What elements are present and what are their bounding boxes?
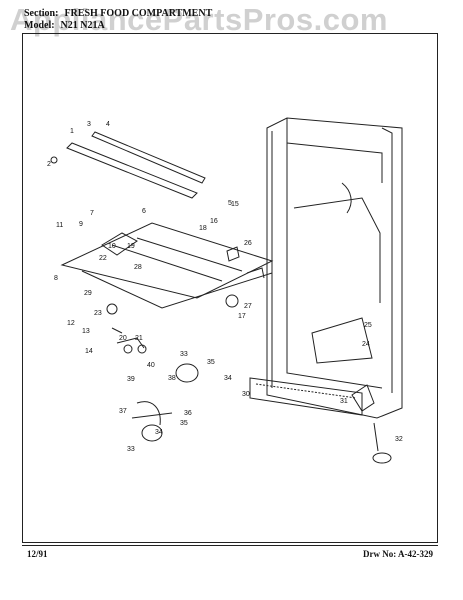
callout-15: 15 (231, 201, 239, 208)
callout-28: 28 (134, 264, 142, 271)
callout-26: 26 (244, 240, 252, 247)
callout-29: 29 (84, 290, 92, 297)
callout-21: 21 (135, 335, 143, 342)
model-heading: Model: N21 N21A (24, 20, 105, 31)
callout-18: 18 (199, 225, 207, 232)
watermark-text: AppliancePartsPros.com (10, 2, 388, 37)
callout-35b: 35 (180, 420, 188, 427)
callout-35a: 35 (207, 359, 215, 366)
callout-3: 3 (87, 121, 91, 128)
callout-34a: 34 (224, 375, 232, 382)
callout-4: 4 (106, 121, 110, 128)
callout-39: 39 (127, 376, 135, 383)
callout-2: 2 (47, 161, 51, 168)
callout-20: 20 (119, 335, 127, 342)
callout-16: 16 (210, 218, 218, 225)
callout-30: 30 (242, 391, 250, 398)
callout-34b: 34 (155, 429, 163, 436)
toe-plate (249, 377, 363, 416)
callout-9: 9 (79, 221, 83, 228)
callout-27: 27 (244, 303, 252, 310)
footer-rule (22, 545, 438, 546)
crisper-shelf (311, 317, 373, 364)
callout-32: 32 (395, 436, 403, 443)
callout-40: 40 (147, 362, 155, 369)
callout-1: 1 (70, 128, 74, 135)
callout-10: 10 (108, 243, 116, 250)
callout-22: 22 (99, 255, 107, 262)
callout-25: 25 (364, 322, 372, 329)
section-label: Section: (24, 8, 59, 19)
callout-5: 5 (228, 200, 232, 207)
callout-38: 38 (168, 375, 176, 382)
model-value: N21 N21A (60, 20, 105, 31)
callout-11: 11 (56, 222, 63, 229)
callout-23: 23 (94, 310, 102, 317)
section-value: FRESH FOOD COMPARTMENT (64, 8, 213, 19)
callout-14: 14 (85, 348, 93, 355)
section-heading: Section: FRESH FOOD COMPARTMENT (24, 8, 212, 19)
footer-drawing-number: Drw No: A-42-329 (363, 549, 433, 559)
callout-7: 7 (90, 210, 94, 217)
callout-17: 17 (238, 313, 246, 320)
callout-13: 13 (82, 328, 90, 335)
footer-date: 12/91 (27, 549, 48, 559)
callout-19: 19 (127, 243, 135, 250)
callout-37: 37 (119, 408, 127, 415)
callout-33b: 33 (127, 446, 135, 453)
shelf-frame (60, 222, 274, 299)
rail-front (66, 142, 198, 199)
diagram-frame (22, 33, 438, 543)
callout-33a: 33 (180, 351, 188, 358)
callout-8: 8 (54, 275, 58, 282)
callout-31: 31 (340, 398, 348, 405)
callout-labels: 1 2 3 4 5 6 7 8 9 10 11 12 13 14 15 16 1… (47, 121, 403, 453)
model-label: Model: (24, 20, 55, 31)
callout-12: 12 (67, 320, 75, 327)
callout-24: 24 (362, 341, 370, 348)
callout-6: 6 (142, 208, 146, 215)
exploded-view-diagram: 1 2 3 4 5 6 7 8 9 10 11 12 13 14 15 16 1… (47, 117, 403, 464)
callout-36: 36 (184, 410, 192, 417)
